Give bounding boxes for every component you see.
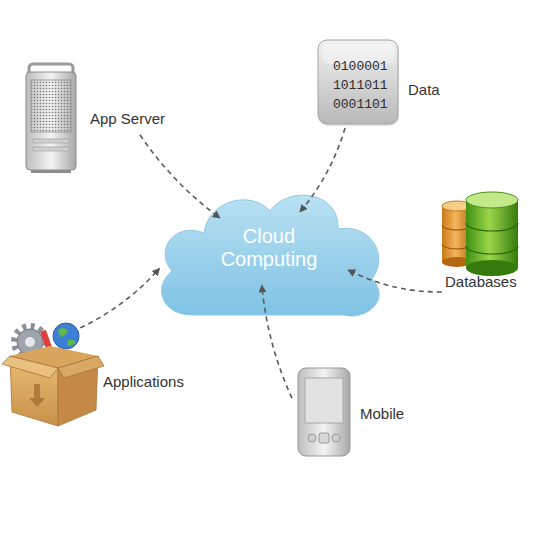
node-label: Data — [408, 81, 440, 99]
data-icon-part — [318, 40, 398, 124]
mobile-device-icon-part — [298, 368, 350, 456]
node-label: Databases — [445, 273, 517, 291]
node-label: Mobile — [360, 405, 404, 423]
data-icon — [318, 40, 399, 126]
applications-box-icon-part — [29, 384, 45, 407]
cloud-node: Cloud Computing — [150, 183, 388, 323]
server-tower-icon-part — [33, 139, 69, 143]
node-label: Applications — [103, 373, 184, 391]
cloud-title: Cloud Computing — [209, 225, 329, 271]
database-cylinders-icon-part — [466, 246, 518, 254]
applications-box-icon-part — [25, 337, 35, 347]
node-label: App Server — [90, 110, 165, 128]
applications-box-icon-part — [58, 356, 104, 378]
applications-box-icon-part — [58, 328, 68, 337]
database-cylinders-icon-part — [466, 200, 518, 268]
dashed-arrow — [80, 268, 159, 328]
database-cylinders-icon — [442, 192, 518, 276]
server-tower-icon-part — [26, 72, 76, 170]
server-tower-icon-part — [33, 147, 69, 151]
applications-box-icon — [2, 323, 104, 426]
mobile-device-icon-part — [305, 378, 343, 423]
mobile-device-icon — [298, 368, 350, 456]
mobile-node: Mobile — [290, 362, 415, 460]
binary-data-text: 0100001 1011011 0001101 — [333, 57, 393, 114]
applications-node: Applications — [8, 318, 198, 428]
server-node: App Server — [15, 62, 185, 174]
applications-box-icon-part — [2, 356, 58, 378]
server-tower-icon-part — [31, 170, 71, 173]
server-tower-icon — [26, 64, 76, 173]
cloud-outline — [162, 195, 380, 316]
database-node: Databases — [438, 192, 533, 294]
mobile-device-icon-part — [308, 434, 316, 442]
database-cylinders-icon-part — [466, 192, 518, 208]
data-node: 0100001 1011011 0001101 Data — [312, 36, 452, 128]
applications-box-icon-part — [67, 339, 76, 345]
mobile-device-icon-part — [332, 434, 340, 442]
server-tower-icon-part — [31, 80, 71, 132]
dashed-arrow — [140, 135, 220, 218]
mobile-device-icon-part — [319, 433, 329, 443]
database-cylinders-icon-part — [466, 223, 518, 231]
applications-box-icon-part — [53, 323, 79, 349]
